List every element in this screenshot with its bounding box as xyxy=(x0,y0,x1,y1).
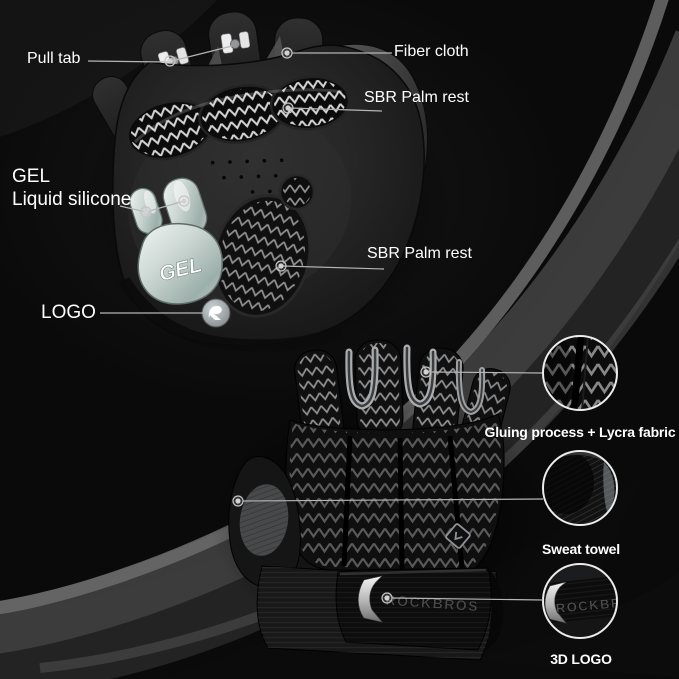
callout-dot xyxy=(232,495,244,507)
rockbros-logo-icon xyxy=(208,306,222,320)
callout-dots xyxy=(140,47,432,604)
zoom-circle-sweat-towel xyxy=(542,450,618,526)
zoom-embossed-brand-text: ROCKBROS xyxy=(555,593,644,616)
label-sbr-palm-rest-top: SBR Palm rest xyxy=(364,89,469,106)
small-round-pad xyxy=(278,173,316,211)
label-liquid-silicone: Liquid silicone xyxy=(12,189,132,210)
callout-dot xyxy=(164,55,176,67)
gel-pads: GEL xyxy=(129,177,223,305)
callout-dot xyxy=(140,206,152,218)
label-logo: LOGO xyxy=(41,302,96,323)
hand-back-panel xyxy=(285,413,505,573)
knuckle-sbr-pads xyxy=(126,75,351,161)
label-fiber-cloth: Fiber cloth xyxy=(394,43,469,60)
strap-chevron-logo-icon xyxy=(358,575,383,623)
finger-gap-trims xyxy=(345,344,486,416)
logo-badge xyxy=(201,298,231,328)
wrist-strap-area: ROCKBROS xyxy=(256,523,504,661)
caption-sweat-towel: Sweat towel xyxy=(542,541,620,557)
zoom-circle-3d-logo: ROCKBROS xyxy=(542,563,644,639)
label-sbr-palm-rest-mid: SBR Palm rest xyxy=(367,245,472,262)
caption-gluing-process: Gluing process + Lycra fabric xyxy=(484,424,676,440)
caption-3d-logo: 3D LOGO xyxy=(550,651,612,667)
callout-dot xyxy=(281,47,293,59)
strap-brand-text: ROCKBROS xyxy=(385,592,480,614)
gel-palm-pad xyxy=(137,222,223,305)
callout-dot xyxy=(275,260,287,272)
tab-buckle-icon xyxy=(230,39,240,49)
palm-view-glove: GEL xyxy=(83,11,453,360)
back-view-glove: ROCKBROS xyxy=(210,339,550,661)
label-pull-tab: Pull tab xyxy=(27,50,81,67)
zoom-circle-gluing-lycra xyxy=(542,335,618,411)
callout-dot xyxy=(381,592,393,604)
diamond-emblem-icon xyxy=(445,523,471,549)
zoom-chevron-logo-icon xyxy=(544,581,567,624)
label-gel: GEL xyxy=(12,166,51,187)
palm-perforations xyxy=(210,158,284,194)
callout-dot xyxy=(178,195,190,207)
thumb-sweat-towel-area xyxy=(228,456,301,589)
callout-dot xyxy=(282,102,294,114)
callout-dot xyxy=(420,366,432,378)
